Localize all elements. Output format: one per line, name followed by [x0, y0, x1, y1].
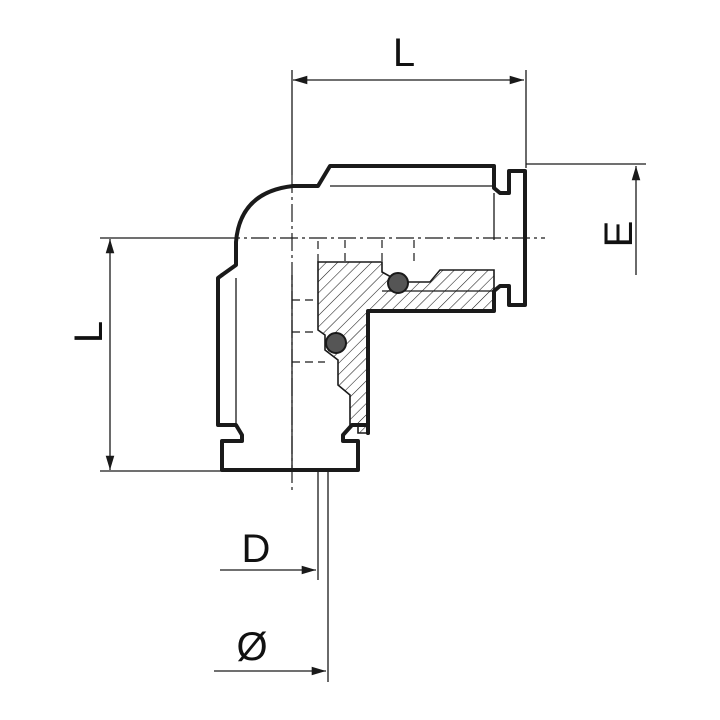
o-ring-horizontal — [387, 272, 409, 294]
dimension-left-L-label: L — [67, 321, 111, 343]
dimension-D-label: D — [242, 527, 271, 571]
elbow-corner-outline — [220, 184, 295, 277]
dimension-left-L: L — [67, 237, 222, 472]
dimension-E: E — [526, 163, 646, 275]
fitting-body — [216, 164, 527, 472]
dimension-diameter: Ø — [214, 470, 329, 682]
hidden-edges — [292, 240, 415, 363]
hatch-horizontal — [317, 261, 495, 434]
section-hatching — [317, 261, 495, 434]
dimension-diameter-label: Ø — [236, 625, 267, 669]
dimension-top-L: L — [291, 31, 527, 175]
vertical-branch-outline — [216, 273, 370, 472]
o-ring-vertical — [325, 332, 347, 354]
dimension-D: D — [220, 470, 319, 580]
dimension-E-label: E — [597, 221, 641, 248]
dimension-top-L-label: L — [393, 31, 415, 75]
